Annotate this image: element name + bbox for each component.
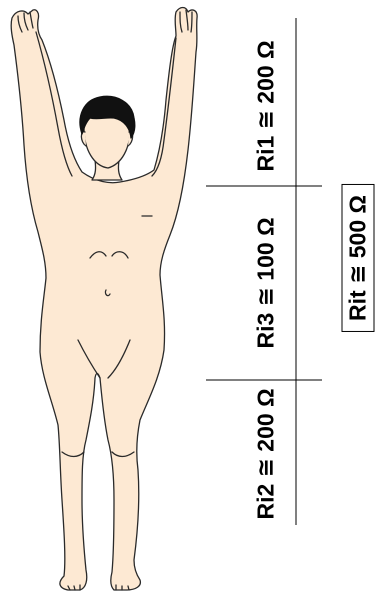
human-figure bbox=[11, 8, 197, 591]
label-rit-total: Rit ≅ 500 Ω bbox=[342, 184, 375, 332]
label-ri1: Ri1 ≅ 200 Ω bbox=[255, 40, 278, 171]
label-ri3: Ri3 ≅ 100 Ω bbox=[255, 217, 278, 348]
label-ri2: Ri2 ≅ 200 Ω bbox=[255, 388, 278, 519]
